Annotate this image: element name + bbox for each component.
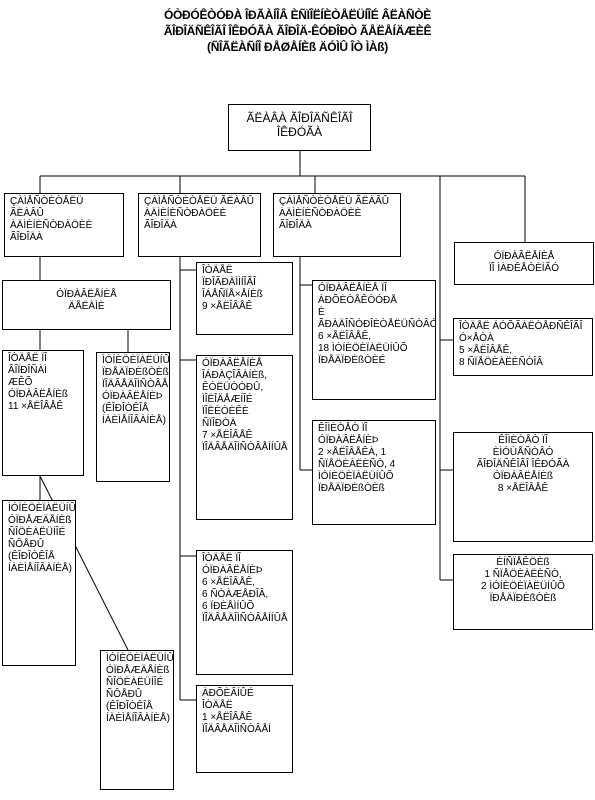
node-col1-dept: ÎÒÄÅË ÏÎ ÂÎÏÐÎÑÀÌ ÆÊÕ ÓÏÐÀÂËÅÍÈß 11 ×ÅËÎ… xyxy=(2,350,84,476)
node-col3-dept-b: ÓÏÐÀÂËÅÍÈÅ ÎÁÐÀÇÎÂÀÍÈß, ÊÓËÜÒÓÐÛ, ÌÎËÎÄÅ… xyxy=(196,355,293,520)
node-col2-sub: ÌÓÍÈÖÈÏÀËÜÍÛÅ ÓÏÐÅÆÄÅÍÈß ÑÎÖÈÀËÜÍÎÉ ÑÔÅÐ… xyxy=(100,650,174,790)
node-col2-enterprises: ÌÓÍÈÖÈÏÀËÜÍÛÅ ÏÐÅÄÏÐÈßÒÈß ÏÎÄÂÅÄÎÌÑÒÂÅÍÍ… xyxy=(96,352,170,482)
node-deputy-1: ÇÀÌÅÑÒÈÒÅËÜ ÃËÀÂÛ ÀÄÌÈÍÈÑÒÐÀÖÈÈ ÃÎÐÎÄÀ xyxy=(4,193,124,257)
node-col4-dept-b: ÊÎÌÈÒÅÒ ÏÎ ÓÏÐÀÂËÅÍÈÞ 2 ×ÅËÎÂÅÊÀ, 1 ÑÏÅÖ… xyxy=(312,420,436,525)
node-col3-dept-c: ÎÒÄÅË ÏÎ ÓÏÐÀÂËÅÍÈÞ 6 ×ÅËÎÂÅÊ, 6 ÑÒÀÆÅÐÎ… xyxy=(196,550,293,675)
node-head: ÃËÀÂÀ ÃÎÐÎÄÑÊÎÃÎ ÎÊÐÓÃÀ xyxy=(228,104,371,151)
node-management-right: ÓÏÐÀÂËÅÍÈÅ ÏÎ ÌÀÐÊÅÒÈÍÃÓ xyxy=(454,242,594,285)
node-deputy-2: ÇÀÌÅÑÒÈÒÅËÜ ÃËÀÂÛ ÀÄÌÈÍÈÑÒÐÀÖÈÈ ÃÎÐÎÄÀ xyxy=(138,193,261,257)
node-col3-dept-d: ÀÐÕÈÂÍÛÉ ÎÒÄÅË 1 ×ÅËÎÂÅÊ ÏÎÄÂÅÄÎÌÑÒÂÅÍ xyxy=(196,685,293,773)
node-col4-dept-a: ÓÏÐÀÂËÅÍÈÅ ÏÎ ÀÐÕÈÒÅÊÒÓÐÅ È ÃÐÀÄÎÑÒÐÎÈÒÅ… xyxy=(312,280,436,400)
node-col5-dept-b: ÎÒÄÅË ÁÓÕÃÀËÒÅÐÑÊÎÃÎ Ó×ÅÒÀ 5 ×ÅËÎÂÅÊ, 8 … xyxy=(453,318,593,376)
node-upravlenie-delami: ÓÏÐÀÂËÅÍÈÅ ÄÅËÀÌÈ xyxy=(2,280,171,330)
chart-title-line-3: (ÑÎÃËÀÑÍÎ ÐÅØÅÍÈß ÄÓÌÛ ÎÒ ÌÀß) xyxy=(207,40,388,54)
node-col1-sub: ÌÓÍÈÖÈÏÀËÜÍÛÅ ÓÏÐÅÆÄÅÍÈß ÑÎÖÈÀËÜÍÎÉ ÑÔÅÐ… xyxy=(2,500,76,666)
node-deputy-3: ÇÀÌÅÑÒÈÒÅËÜ ÃËÀÂÛ ÀÄÌÈÍÈÑÒÐÀÖÈÈ ÃÎÐÎÄÀ xyxy=(273,193,401,257)
node-col5-dept-c: ÊÎÌÈÒÅÒ ÏÎ ÈÌÓÙÅÑÒÂÓ ÃÎÐÎÄÑÊÎÃÎ ÎÊÐÓÃÀ Ó… xyxy=(453,432,593,542)
chart-title-line-1: ÓÒÐÓÊÒÓÐÀ ÎÐÃÀÍÎÂ ÈÑÏÎËÍÈÒÅËÜÍÎÉ ÂËÀÑÒÈ xyxy=(163,8,431,22)
node-col5-dept-d: ÈÍÑÏÅÊÖÈß 1 ÑÏÅÖÈÀËÈÑÒ, 2 ÌÓÍÈÖÈÏÀËÜÍÛÕ … xyxy=(453,554,593,630)
chart-title-line-2: ÃÎÐÎÄÑÊÎÃÎ ÎÊÐÓÃÀ ÃÎÐÎÄ-ÊÓÐÎÐÒ ÃÅËÅÍÄÆÈÊ xyxy=(163,24,432,38)
node-col3-dept-a: ÎÒÄÅË ÏÐÎÃÐÀÌÌÍÎÃÎ ÎÁÅÑÏÅ×ÅÍÈß 9 ×ÅËÎÂÅÊ xyxy=(196,262,293,335)
